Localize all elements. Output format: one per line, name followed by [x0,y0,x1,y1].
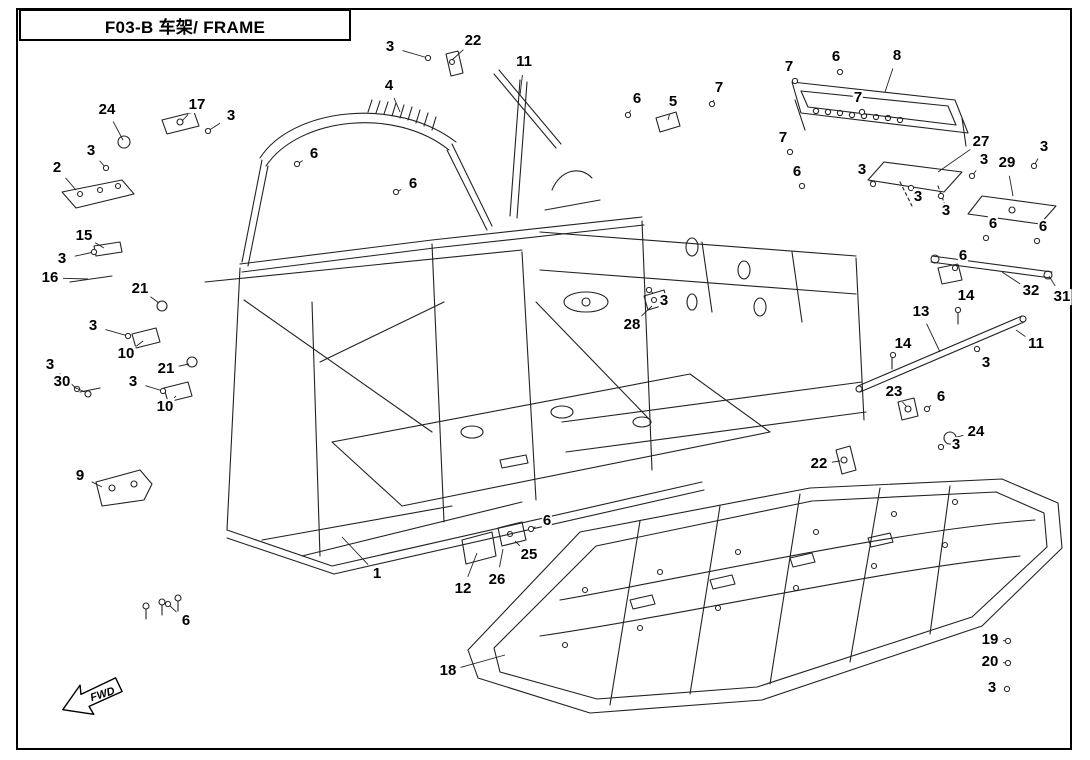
callout-3: 3 [912,188,924,206]
callout-29: 29 [997,154,1017,172]
callout-21: 21 [156,360,176,378]
callout-17: 17 [187,96,207,114]
callout-20: 20 [980,653,1000,671]
callout-3: 3 [950,436,962,454]
callout-3: 3 [658,292,670,310]
callout-30: 30 [52,373,72,391]
callout-3: 3 [1038,138,1050,156]
callout-3: 3 [56,250,68,268]
callout-2: 2 [51,159,63,177]
small-brackets [61,50,959,620]
callout-32: 32 [1021,282,1041,300]
callout-18: 18 [438,662,458,680]
callout-22: 22 [809,455,829,473]
callout-12: 12 [453,580,473,598]
callout-3: 3 [856,161,868,179]
callout-5: 5 [667,93,679,111]
floor-panel [467,478,1063,714]
callout-16: 16 [40,269,60,287]
diagram-title: F03-B 车架/ FRAME [104,17,266,37]
callout-26: 26 [487,571,507,589]
callout-6: 6 [957,247,969,265]
callout-24: 24 [97,101,117,119]
callout-3: 3 [940,202,952,220]
callout-1: 1 [371,565,383,583]
diagram-title-box: F03-B 车架/ FRAME [19,9,351,41]
callout-22: 22 [463,32,483,50]
callout-3: 3 [980,354,992,372]
callout-15: 15 [74,227,94,245]
callout-28: 28 [622,316,642,334]
main-frame [204,216,771,575]
callout-6: 6 [1037,218,1049,236]
callout-10: 10 [116,345,136,363]
callout-6: 6 [935,388,947,406]
callout-11: 11 [1027,335,1045,353]
rear-frame-section [539,170,867,453]
callout-7: 7 [852,89,864,107]
callout-6: 6 [308,145,320,163]
callout-8: 8 [891,47,903,65]
rear-rack [791,81,969,147]
callout-6: 6 [791,163,803,181]
callout-3: 3 [986,679,998,697]
callout-7: 7 [713,79,725,97]
callout-3: 3 [225,107,237,125]
callout-3: 3 [978,151,990,169]
callout-3: 3 [85,142,97,160]
callout-6: 6 [407,175,419,193]
callout-3: 3 [127,373,139,391]
front-hoop [241,99,493,267]
callout-11: 11 [515,53,533,71]
callout-6: 6 [541,512,553,530]
callout-6: 6 [830,48,842,66]
callout-25: 25 [519,546,539,564]
callout-4: 4 [383,77,395,95]
callout-19: 19 [980,631,1000,649]
callout-9: 9 [74,467,86,485]
callout-13: 13 [911,303,931,321]
callout-31: 31 [1052,288,1072,306]
callout-14: 14 [893,335,913,353]
callout-27: 27 [971,133,991,151]
callout-24: 24 [966,423,986,441]
callout-3: 3 [87,317,99,335]
callout-3: 3 [44,356,56,374]
callout-23: 23 [884,383,904,401]
callout-7: 7 [777,129,789,147]
fwd-arrow-shape [62,677,123,716]
callout-6: 6 [180,612,192,630]
callout-6: 6 [631,90,643,108]
callout-6: 6 [987,215,999,233]
callout-7: 7 [783,58,795,76]
callout-14: 14 [956,287,976,305]
callout-21: 21 [130,280,150,298]
page-border [16,8,1072,750]
callout-3: 3 [384,38,396,56]
callout-10: 10 [155,398,175,416]
strut-rod [493,69,562,219]
